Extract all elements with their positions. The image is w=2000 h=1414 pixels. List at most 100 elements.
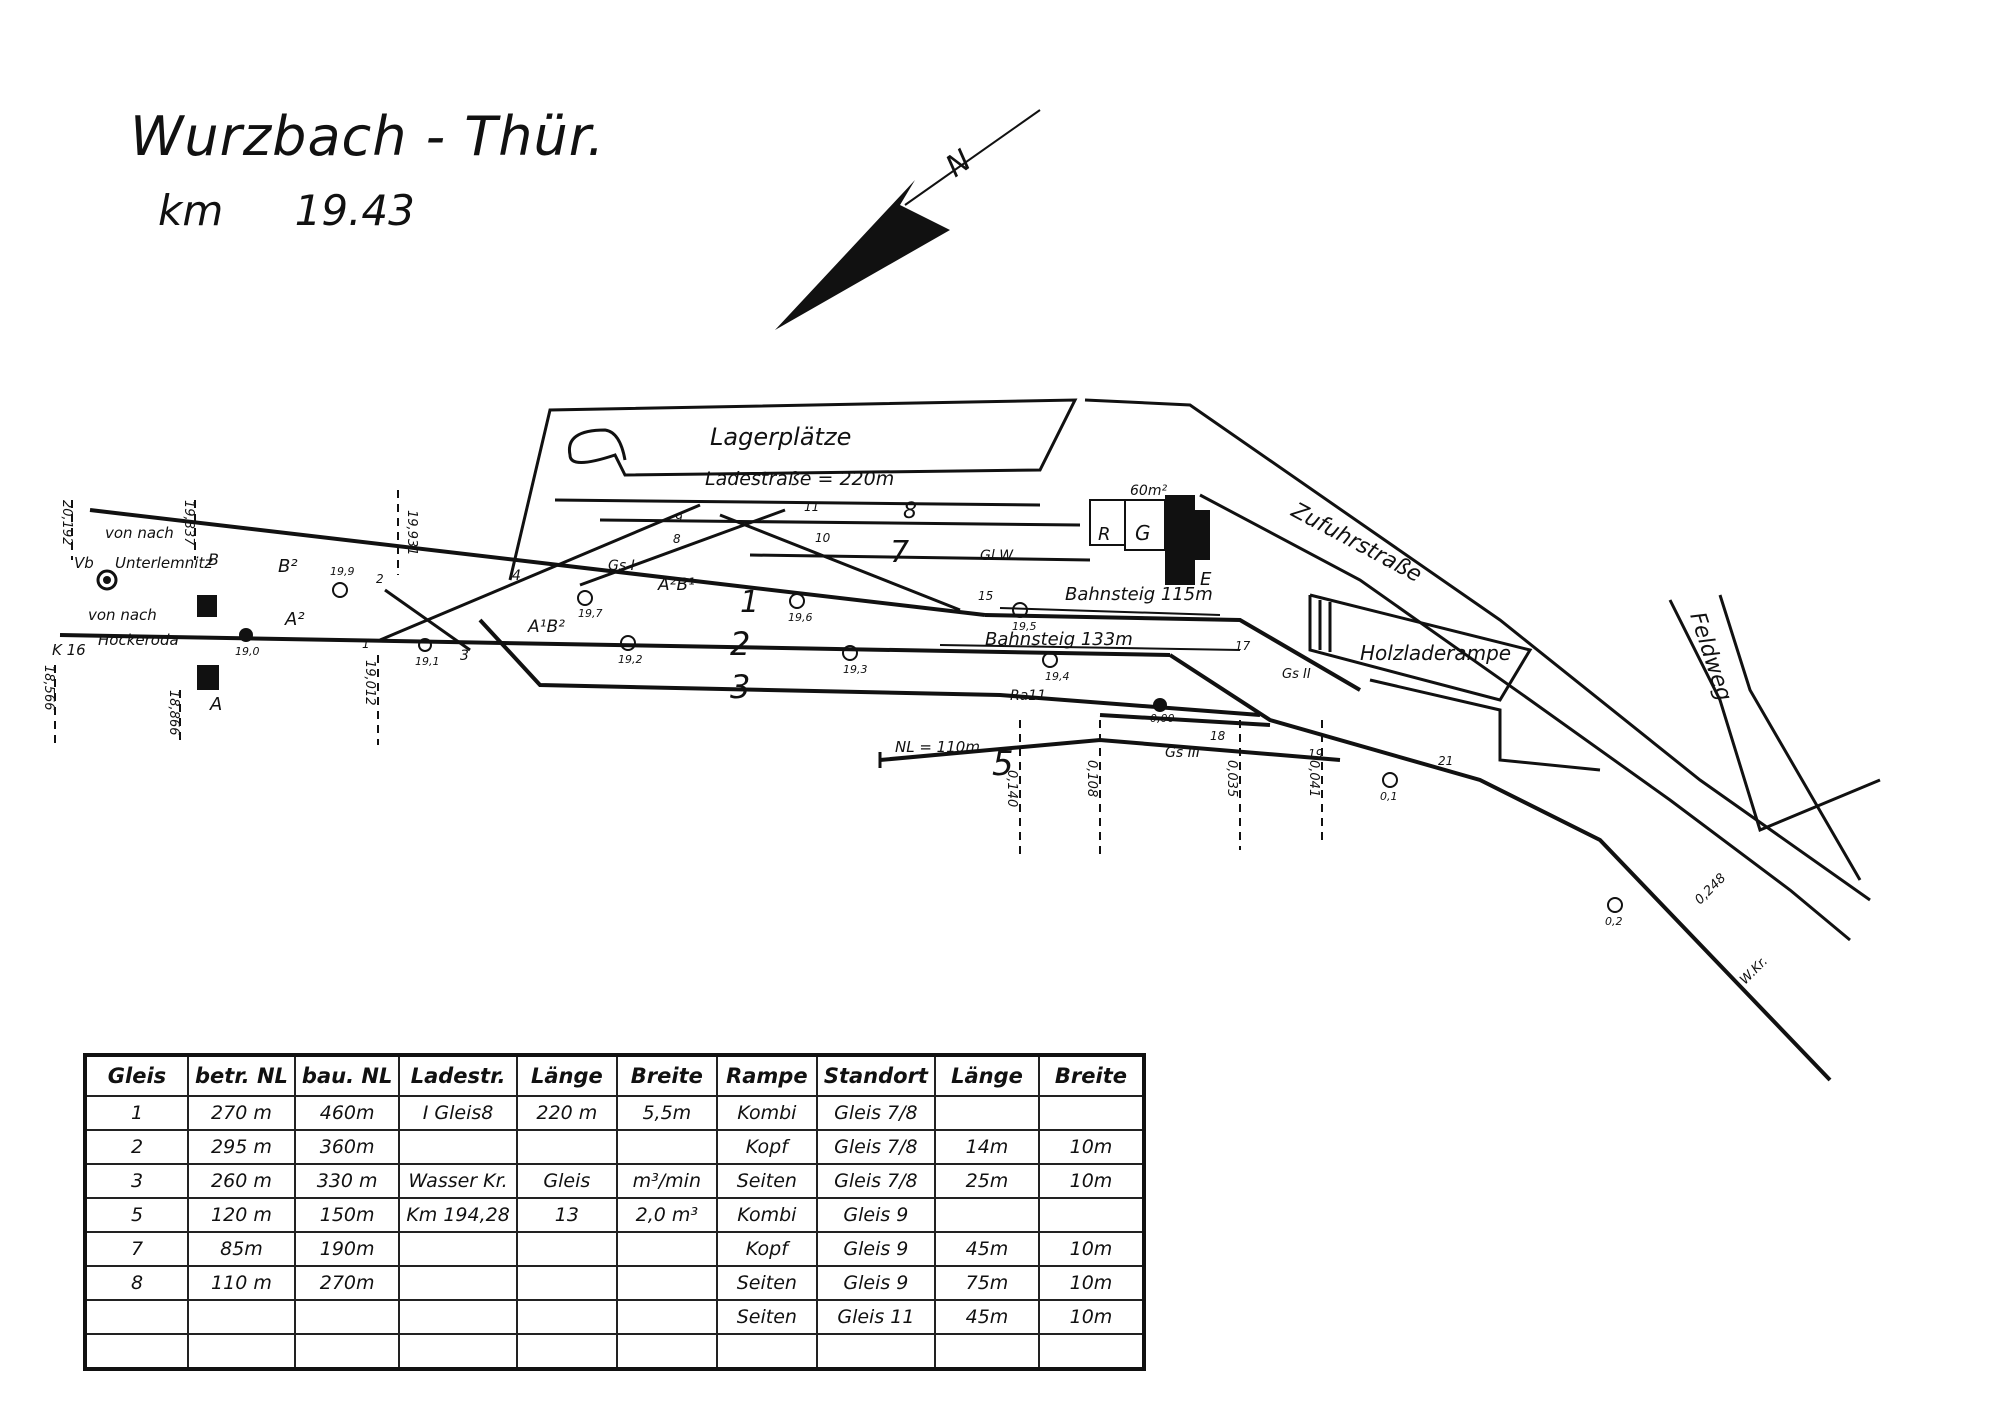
table-cell: 5,5m bbox=[615, 1095, 718, 1131]
table-cell bbox=[398, 1333, 518, 1370]
table-cell bbox=[933, 1333, 1040, 1370]
km-marker-19-7-icon bbox=[577, 590, 593, 606]
crossing-km-label: 0,248 bbox=[1692, 871, 1729, 908]
header-length: Länge bbox=[515, 1054, 618, 1097]
building-e-label: E bbox=[1200, 569, 1212, 590]
km-marker-19-5-icon bbox=[1012, 602, 1028, 618]
goods-scale-label: Gl.W. bbox=[980, 548, 1016, 564]
table-cell bbox=[515, 1333, 618, 1370]
table-cell: 260 m bbox=[187, 1163, 296, 1199]
table-cell: Gleis 9 bbox=[815, 1197, 936, 1233]
table-cell: 190m bbox=[293, 1231, 401, 1267]
storage-area-outline bbox=[508, 398, 1078, 581]
table-cell: Seiten bbox=[715, 1299, 818, 1335]
crossover-a bbox=[379, 503, 701, 642]
field-path-edge-a bbox=[1668, 599, 1881, 833]
platforms bbox=[939, 607, 1241, 651]
table-cell: 10m bbox=[1037, 1163, 1145, 1199]
table-cell bbox=[1037, 1197, 1145, 1233]
station-buildings: R G E 60m² Gl.W. bbox=[980, 483, 1212, 590]
km-marker-19-7: 19,7 bbox=[578, 607, 603, 620]
table-cell: 13 bbox=[515, 1197, 618, 1233]
timber-ramp bbox=[1308, 593, 1601, 772]
signal-a-mast bbox=[197, 665, 219, 690]
upper-direction-destination: Unterlemnitz bbox=[115, 554, 213, 572]
switch-3: 3 bbox=[460, 648, 469, 664]
table-cell: 3 bbox=[84, 1163, 189, 1199]
table-cell: 295 m bbox=[187, 1129, 296, 1165]
header-location: Standort bbox=[815, 1054, 936, 1097]
building-area-label: 60m² bbox=[1130, 483, 1167, 499]
signal-b-label: B bbox=[208, 550, 219, 569]
table-cell bbox=[398, 1265, 518, 1301]
table-cell: 360m bbox=[293, 1129, 401, 1165]
track-8 bbox=[599, 518, 1081, 527]
km-label-19-012: 19,012 bbox=[362, 660, 377, 706]
table-cell: 110 m bbox=[187, 1265, 296, 1301]
table-cell: 5 bbox=[84, 1197, 189, 1233]
header-built-length: bau. NL bbox=[293, 1054, 401, 1097]
signal-ra11-label: Ra11 bbox=[1010, 688, 1046, 704]
km-marker-19-1: 19,1 bbox=[415, 655, 440, 668]
table-cell bbox=[398, 1299, 518, 1335]
signal-a1b2-label: A¹B² bbox=[527, 617, 565, 637]
track-number-2: 2 bbox=[730, 625, 750, 663]
table-cell bbox=[715, 1333, 818, 1370]
table-cell: Gleis 11 bbox=[815, 1299, 936, 1335]
track-5-usable-length: NL = 110m bbox=[895, 738, 980, 756]
switch-10: 10 bbox=[815, 531, 831, 545]
table-cell: Gleis 7/8 bbox=[815, 1129, 936, 1165]
switch-4: 4 bbox=[512, 568, 521, 584]
north-label: N bbox=[940, 143, 978, 185]
km-label-19-931: 19,931 bbox=[404, 510, 419, 556]
table-cell bbox=[398, 1129, 518, 1165]
table-cell: Gleis 9 bbox=[815, 1231, 936, 1267]
header-width: Breite bbox=[615, 1054, 718, 1097]
north-arrow-line bbox=[904, 109, 1041, 206]
table-cell: Gleis 9 bbox=[815, 1265, 936, 1301]
table-cell bbox=[187, 1299, 296, 1335]
table-cell: Gleis 7/8 bbox=[815, 1163, 936, 1199]
table-cell: Wasser Kr. bbox=[398, 1163, 518, 1199]
table-cell: 10m bbox=[1037, 1231, 1145, 1267]
signal-b2-label: B² bbox=[278, 556, 298, 577]
table-cell: Seiten bbox=[715, 1265, 818, 1301]
table-cell: 45m bbox=[933, 1299, 1040, 1335]
track-number-1: 1 bbox=[740, 585, 759, 620]
switch-21: 21 bbox=[1438, 754, 1453, 768]
station-title: Wurzbach - Thür. bbox=[130, 105, 606, 168]
track-3 bbox=[478, 618, 1261, 717]
vertical-km-labels bbox=[54, 490, 1323, 860]
lower-direction-destination: Hockeroda bbox=[98, 631, 179, 649]
track-number-3: 3 bbox=[730, 668, 750, 706]
signal-gs3-label: Gs III bbox=[1165, 745, 1200, 761]
title-block: Wurzbach - Thür. km 19.43 bbox=[130, 105, 605, 235]
table-cell bbox=[815, 1333, 936, 1370]
table-cell: Gleis 7/8 bbox=[815, 1095, 936, 1131]
km-label-0-140: 0,140 bbox=[1004, 770, 1019, 807]
table-header-row: Gleis betr. NL bau. NL Ladestr. Länge Br… bbox=[84, 1054, 1145, 1097]
km-value: 19.43 bbox=[294, 186, 415, 235]
platform-1-edge bbox=[999, 607, 1221, 616]
table-cell: 14m bbox=[933, 1129, 1040, 1165]
km-marker-0-1-icon bbox=[1382, 772, 1398, 788]
building-r-label: R bbox=[1098, 524, 1111, 545]
table-cell: I Gleis8 bbox=[398, 1095, 518, 1131]
platform-2-label: Bahnsteig 133m bbox=[985, 629, 1133, 650]
km-marker-0-00-icon bbox=[1153, 698, 1167, 712]
crossover-d bbox=[579, 508, 786, 587]
table-cell: 45m bbox=[933, 1231, 1040, 1267]
table-cell bbox=[515, 1299, 618, 1335]
table-cell: 85m bbox=[187, 1231, 296, 1267]
table-cell: 270 m bbox=[187, 1095, 296, 1131]
lower-direction-top: von nach bbox=[88, 606, 157, 624]
header-operational-length: betr. NL bbox=[187, 1054, 296, 1097]
signal-b-mast bbox=[197, 595, 217, 617]
signal-a2-label: A² bbox=[284, 609, 305, 630]
home-signal-a-icon bbox=[239, 628, 253, 642]
table-cell: 2 bbox=[84, 1129, 189, 1165]
